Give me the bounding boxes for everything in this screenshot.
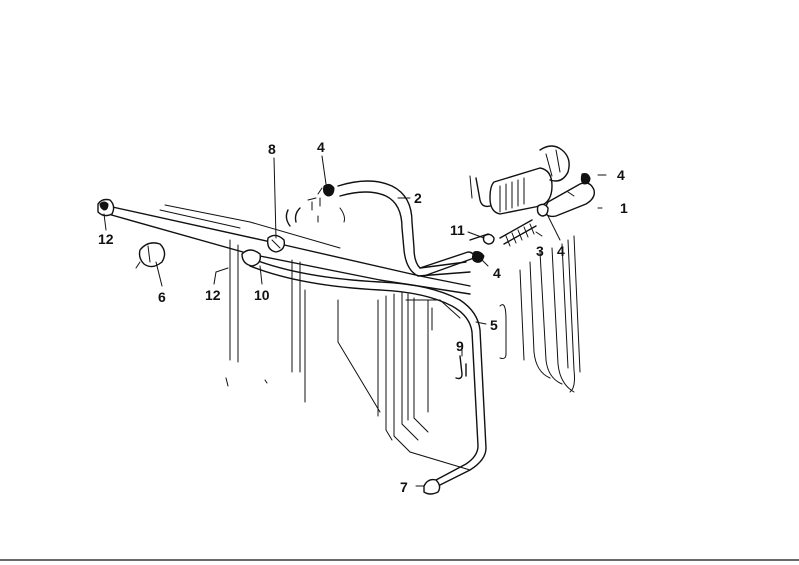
leader-lines xyxy=(103,155,607,487)
callout-11: 11 xyxy=(450,222,465,238)
callout-4-lower: 4 xyxy=(493,265,501,281)
callout-5: 5 xyxy=(490,317,498,333)
part-3-spring xyxy=(499,219,537,247)
part-10-clamp xyxy=(241,249,262,267)
callout-4-right: 4 xyxy=(557,243,565,259)
callout-2: 2 xyxy=(414,190,422,206)
callout-9: 9 xyxy=(456,338,464,354)
part-11-connector xyxy=(469,233,495,245)
callout-7: 7 xyxy=(400,479,408,495)
clamp-4-right-top xyxy=(580,173,591,185)
nozzle-tube xyxy=(419,251,475,277)
callout-3: 3 xyxy=(536,243,544,259)
callout-6: 6 xyxy=(158,289,166,305)
callout-4-top: 4 xyxy=(317,139,325,155)
main-hose-line xyxy=(107,204,487,487)
rear-panel-outline xyxy=(469,175,581,393)
callout-12-lower: 12 xyxy=(205,287,221,303)
callout-labels: 1 2 3 4 4 4 4 5 6 7 8 9 10 11 12 12 xyxy=(98,139,628,495)
part-9-hook xyxy=(455,355,467,380)
part-12-end-cap xyxy=(97,198,115,217)
door-frame-outline xyxy=(225,239,471,471)
part-7-nozzle xyxy=(423,478,441,495)
callout-4-right-top: 4 xyxy=(617,167,625,183)
clamp-4-right xyxy=(536,203,549,217)
callout-1: 1 xyxy=(620,200,628,216)
hose-2 xyxy=(285,180,471,277)
callout-12-left: 12 xyxy=(98,231,114,247)
clamp-4-top xyxy=(317,183,335,197)
callout-8: 8 xyxy=(268,141,276,157)
part-6-clip xyxy=(135,242,166,269)
callout-10: 10 xyxy=(254,287,270,303)
